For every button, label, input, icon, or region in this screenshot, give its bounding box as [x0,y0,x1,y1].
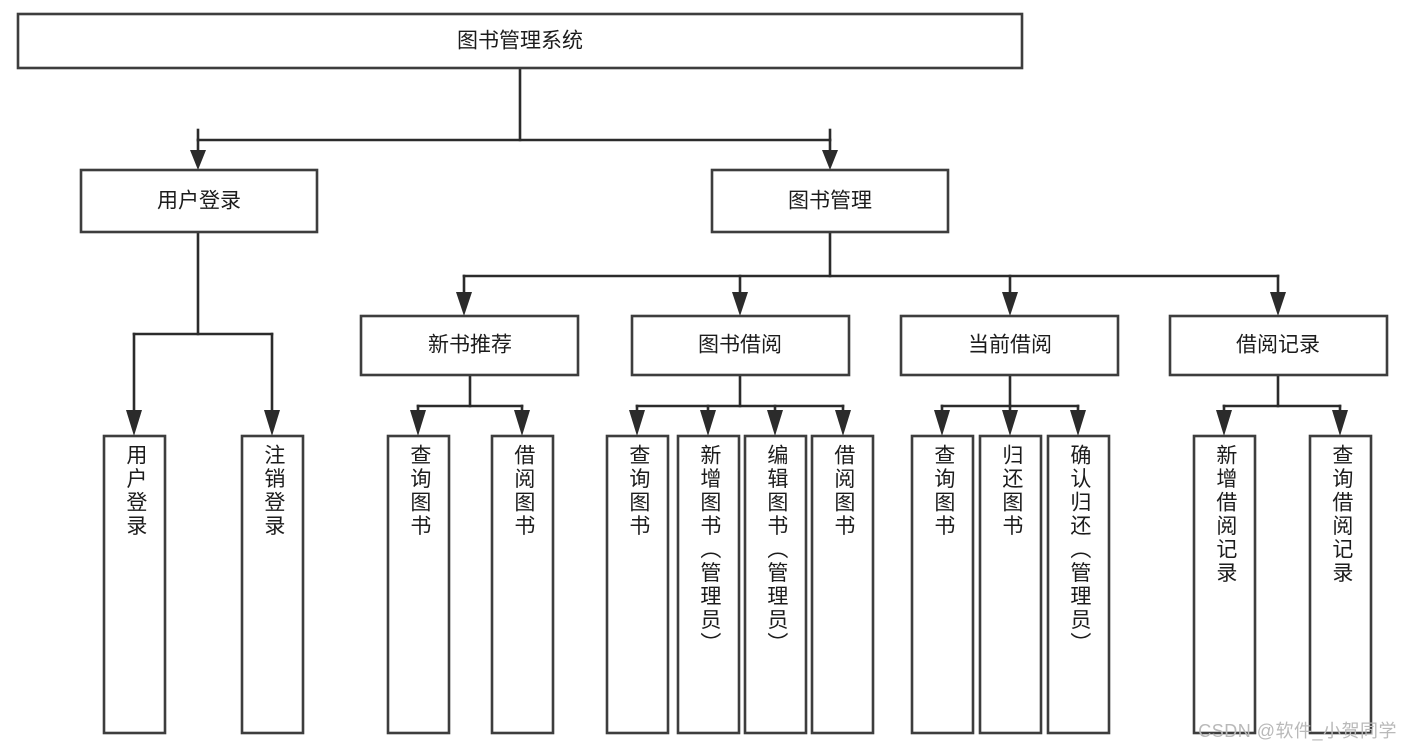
node-new-book-recommend-label: 新书推荐 [428,334,512,357]
node-user-login[interactable] [79,168,319,234]
arrow-to-leaf-borrow-book-1 [514,410,530,436]
node-root[interactable] [16,12,1024,70]
arrow-to-leaf-query-record [1332,410,1348,436]
leafbox-borrow-book-2[interactable] [810,434,875,735]
leafbox-user-login[interactable] [102,434,167,735]
node-borrow-record-label: 借阅记录 [1236,334,1320,357]
arrow-to-leaf-borrow-book-2 [835,410,851,436]
leafbox-query-book-2[interactable] [605,434,670,735]
arrow-to-leaf-query-book-1 [410,410,426,436]
leafbox-edit-book[interactable] [743,434,808,735]
leafbox-logout[interactable] [240,434,305,735]
csdn-watermark: CSDN @软件_小贺同学 [1198,721,1397,741]
leafbox-return-book[interactable] [978,434,1043,735]
leafbox-query-book-1[interactable] [386,434,451,735]
arrow-to-user-login [190,150,206,170]
node-book-management[interactable] [710,168,950,234]
arrow-to-leaf-logout [264,410,280,436]
node-borrow-record[interactable] [1168,314,1389,377]
arrow-to-leaf-add-record [1216,410,1232,436]
node-book-management-label: 图书管理 [788,190,872,213]
leafbox-add-book[interactable] [676,434,741,735]
arrow-to-borrow-record [1270,292,1286,316]
node-book-borrow[interactable] [630,314,851,377]
node-root-label: 图书管理系统 [457,30,583,53]
leafbox-query-record[interactable] [1308,434,1373,735]
arrow-to-new-book-recommend [456,292,472,316]
leafbox-query-book-3[interactable] [910,434,975,735]
arrow-to-current-borrow [1002,292,1018,316]
node-layer: 图书管理系统 用户登录 图书管理 新书推荐 图书借阅 当前借阅 借阅记录 [16,12,1389,735]
arrow-to-leaf-return-book [1002,410,1018,436]
node-current-borrow[interactable] [899,314,1120,377]
arrow-to-leaf-query-book-3 [934,410,950,436]
leafbox-add-record[interactable] [1192,434,1257,735]
node-new-book-recommend[interactable] [359,314,580,377]
leafbox-confirm-return[interactable] [1046,434,1111,735]
arrow-to-leaf-confirm-return [1070,410,1086,436]
arrow-to-book-management [822,150,838,170]
node-user-login-label: 用户登录 [157,190,241,213]
arrow-to-leaf-edit-book [767,410,783,436]
arrow-to-leaf-add-book [700,410,716,436]
arrow-to-leaf-query-book-2 [629,410,645,436]
arrow-to-leaf-user-login [126,410,142,436]
arrow-to-book-borrow [732,292,748,316]
node-current-borrow-label: 当前借阅 [968,334,1052,357]
node-book-borrow-label: 图书借阅 [698,334,782,357]
leafbox-borrow-book-1[interactable] [490,434,555,735]
connector-layer [126,66,1348,436]
